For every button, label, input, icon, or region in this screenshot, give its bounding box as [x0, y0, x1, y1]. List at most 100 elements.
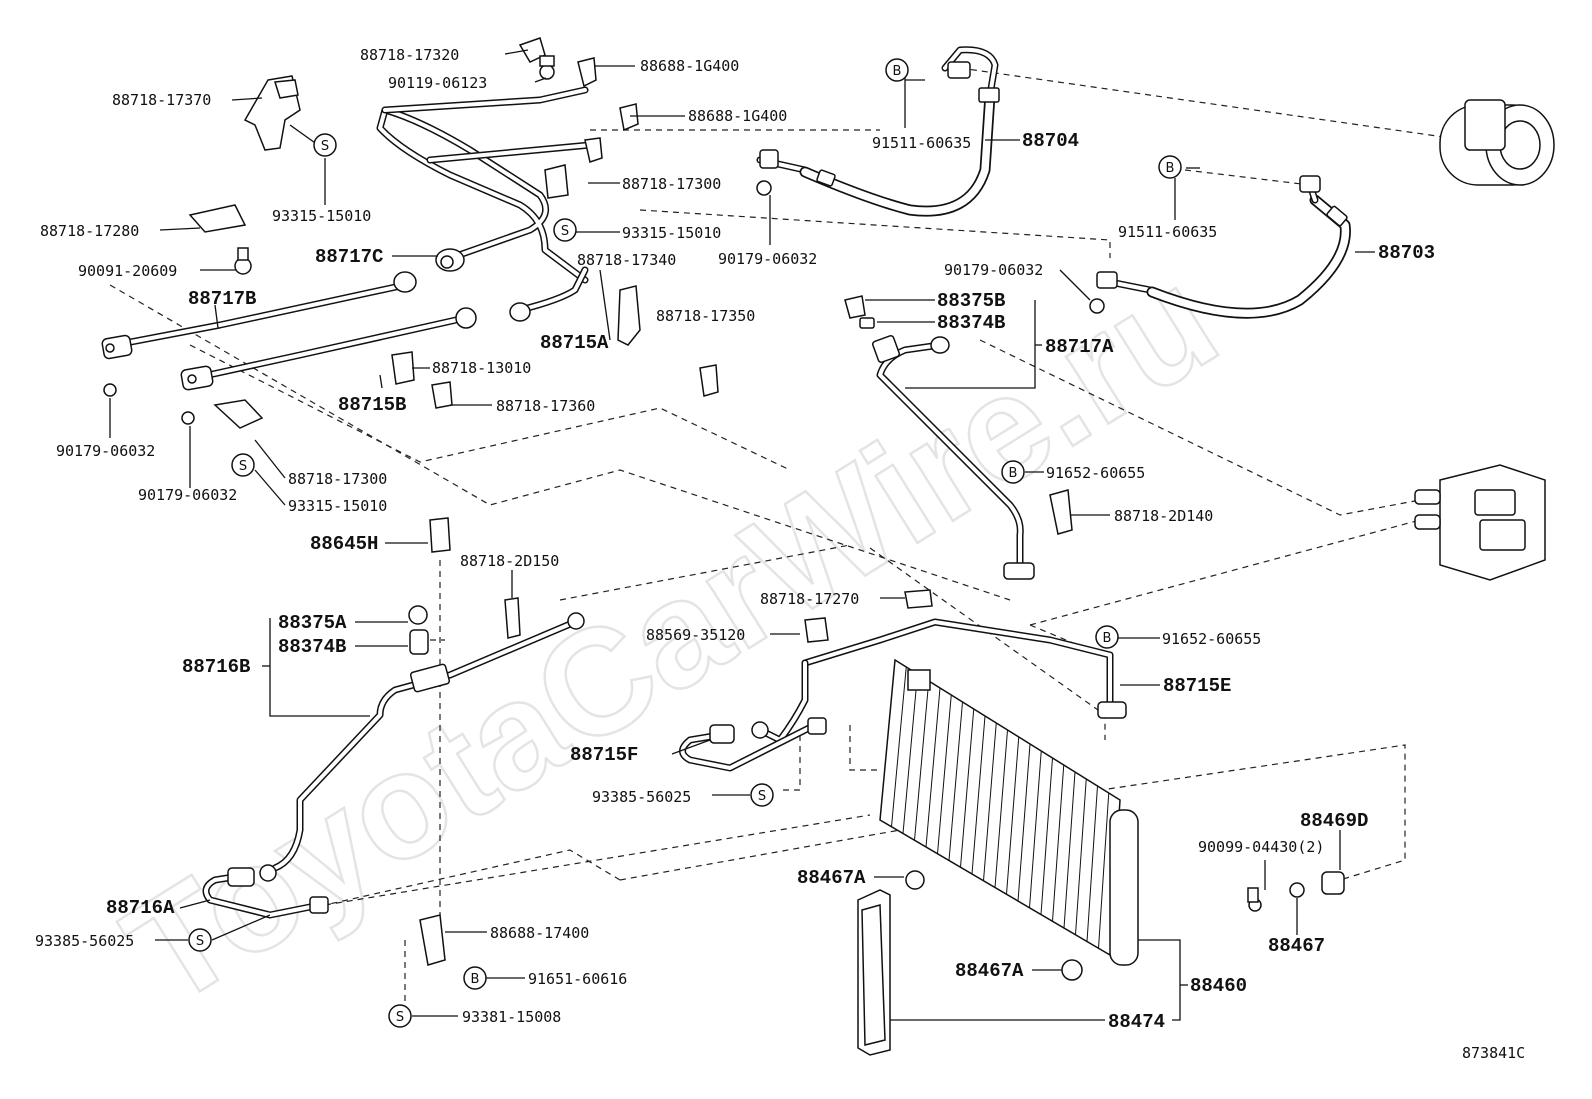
svg-text:S: S [196, 934, 204, 949]
label-88716b: 88716B [182, 656, 250, 678]
pipe-88717c [376, 86, 594, 284]
svg-text:B: B [1166, 161, 1175, 176]
leader-lines [109, 49, 1375, 1021]
label-88688-1g400-b: 88688-1G400 [688, 107, 787, 125]
evaporator-unit [1414, 464, 1546, 581]
label-88375a: 88375A [278, 612, 347, 634]
condenser-fin [1017, 743, 1031, 902]
svg-text:S: S [239, 459, 247, 474]
marker-s-2: S [553, 218, 577, 242]
marker-b-4: B [1095, 625, 1119, 649]
label-90179-06032-a: 90179-06032 [718, 250, 817, 268]
svg-text:B: B [1103, 631, 1112, 646]
condenser-fin [891, 666, 907, 827]
compressor [1439, 99, 1555, 186]
label-88467: 88467 [1268, 935, 1325, 957]
cover-88474 [857, 889, 891, 1056]
label-88374b-b: 88374B [278, 636, 346, 658]
pipe-88717b [101, 271, 417, 360]
condenser-fin [902, 673, 918, 834]
condenser-fin [1086, 785, 1098, 942]
label-90179-06032-c: 90179-06032 [56, 442, 155, 460]
label-88718-2d150: 88718-2D150 [460, 552, 559, 570]
label-93315-15010-c: 93315-15010 [288, 497, 387, 515]
label-88718-17300-b: 88718-17300 [288, 470, 387, 488]
label-88718-17320: 88718-17320 [360, 46, 459, 64]
label-88688-1g400-a: 88688-1G400 [640, 57, 739, 75]
pipe-88715a [509, 266, 589, 322]
label-90119-06123: 90119-06123 [388, 74, 487, 92]
label-90179-06032-d: 90179-06032 [138, 486, 237, 504]
condenser-fin [1006, 736, 1020, 895]
label-91511-60635-a: 91511-60635 [872, 134, 971, 152]
label-88703: 88703 [1378, 242, 1435, 264]
condenser-fin [937, 694, 952, 854]
label-91511-60635-b: 91511-60635 [1118, 223, 1217, 241]
condenser [879, 658, 1139, 966]
svg-text:S: S [758, 789, 766, 804]
marker-s-6: S [388, 1004, 412, 1028]
pipe-88715e [801, 618, 1127, 719]
label-88717c: 88717C [315, 246, 383, 268]
marker-s-4: S [750, 783, 774, 807]
label-88718-17300-a: 88718-17300 [622, 175, 721, 193]
pipe-88716b [271, 612, 585, 872]
condenser-fin [1063, 771, 1076, 929]
pipe-88717a [871, 334, 1035, 580]
label-88715e: 88715E [1163, 675, 1231, 697]
label-93315-15010-b: 93315-15010 [622, 224, 721, 242]
condenser-fin [994, 729, 1008, 888]
label-88718-17360: 88718-17360 [496, 397, 595, 415]
label-88716a: 88716A [106, 897, 175, 919]
condenser-fin [1040, 757, 1053, 915]
svg-text:B: B [471, 972, 480, 987]
condenser-fin [1075, 778, 1087, 935]
label-91652-60655-b: 91652-60655 [1162, 630, 1261, 648]
marker-b-3: B [1001, 460, 1025, 484]
condenser-fin [1052, 764, 1065, 922]
label-90091-20609: 90091-20609 [78, 262, 177, 280]
label-88715f: 88715F [570, 744, 638, 766]
label-88460: 88460 [1190, 975, 1247, 997]
svg-text:B: B [1009, 466, 1018, 481]
svg-text:B: B [893, 64, 902, 79]
label-93385-56025-b: 93385-56025 [35, 932, 134, 950]
condenser-fin [1029, 750, 1042, 908]
label-88715b: 88715B [338, 394, 406, 416]
label-88704: 88704 [1022, 130, 1079, 152]
label-88718-17370: 88718-17370 [112, 91, 211, 109]
label-88715a: 88715A [540, 332, 609, 354]
part-labels: 88718-17320 90119-06123 88688-1G400 8868… [35, 46, 1435, 1033]
condenser-fin [971, 715, 986, 875]
assembly-dashed-lines [109, 67, 1466, 1005]
label-88718-2d140: 88718-2D140 [1114, 507, 1213, 525]
small-parts [103, 37, 1345, 981]
label-88718-13010: 88718-13010 [432, 359, 531, 377]
label-88645h: 88645H [310, 533, 378, 555]
label-88467a-b: 88467A [955, 960, 1024, 982]
hose-88704 [756, 46, 1000, 217]
label-93385-56025-a: 93385-56025 [592, 788, 691, 806]
svg-text:S: S [561, 224, 569, 239]
condenser-fin [960, 708, 975, 868]
label-88718-17340: 88718-17340 [577, 251, 676, 269]
label-88688-17400: 88688-17400 [490, 924, 589, 942]
reference-markers: S S S S S S B B B B B [188, 58, 1182, 1028]
label-88375b: 88375B [937, 290, 1005, 312]
marker-s-1: S [313, 133, 337, 157]
label-88717b: 88717B [188, 288, 256, 310]
label-88718-17270: 88718-17270 [760, 590, 859, 608]
label-90099-04430: 90099-04430(2) [1198, 838, 1324, 856]
label-93381-15008: 93381-15008 [462, 1008, 561, 1026]
condenser-fin [983, 722, 997, 881]
hose-88703 [1096, 175, 1351, 319]
condenser-fin [1098, 792, 1110, 949]
marker-s-3: S [231, 453, 255, 477]
label-88374b-a: 88374B [937, 312, 1005, 334]
label-88718-17280: 88718-17280 [40, 222, 139, 240]
label-91652-60655-a: 91652-60655 [1046, 464, 1145, 482]
label-88718-17350: 88718-17350 [656, 307, 755, 325]
label-93315-15010-a: 93315-15010 [272, 207, 371, 225]
diagram-code: 873841C [1462, 1044, 1525, 1062]
